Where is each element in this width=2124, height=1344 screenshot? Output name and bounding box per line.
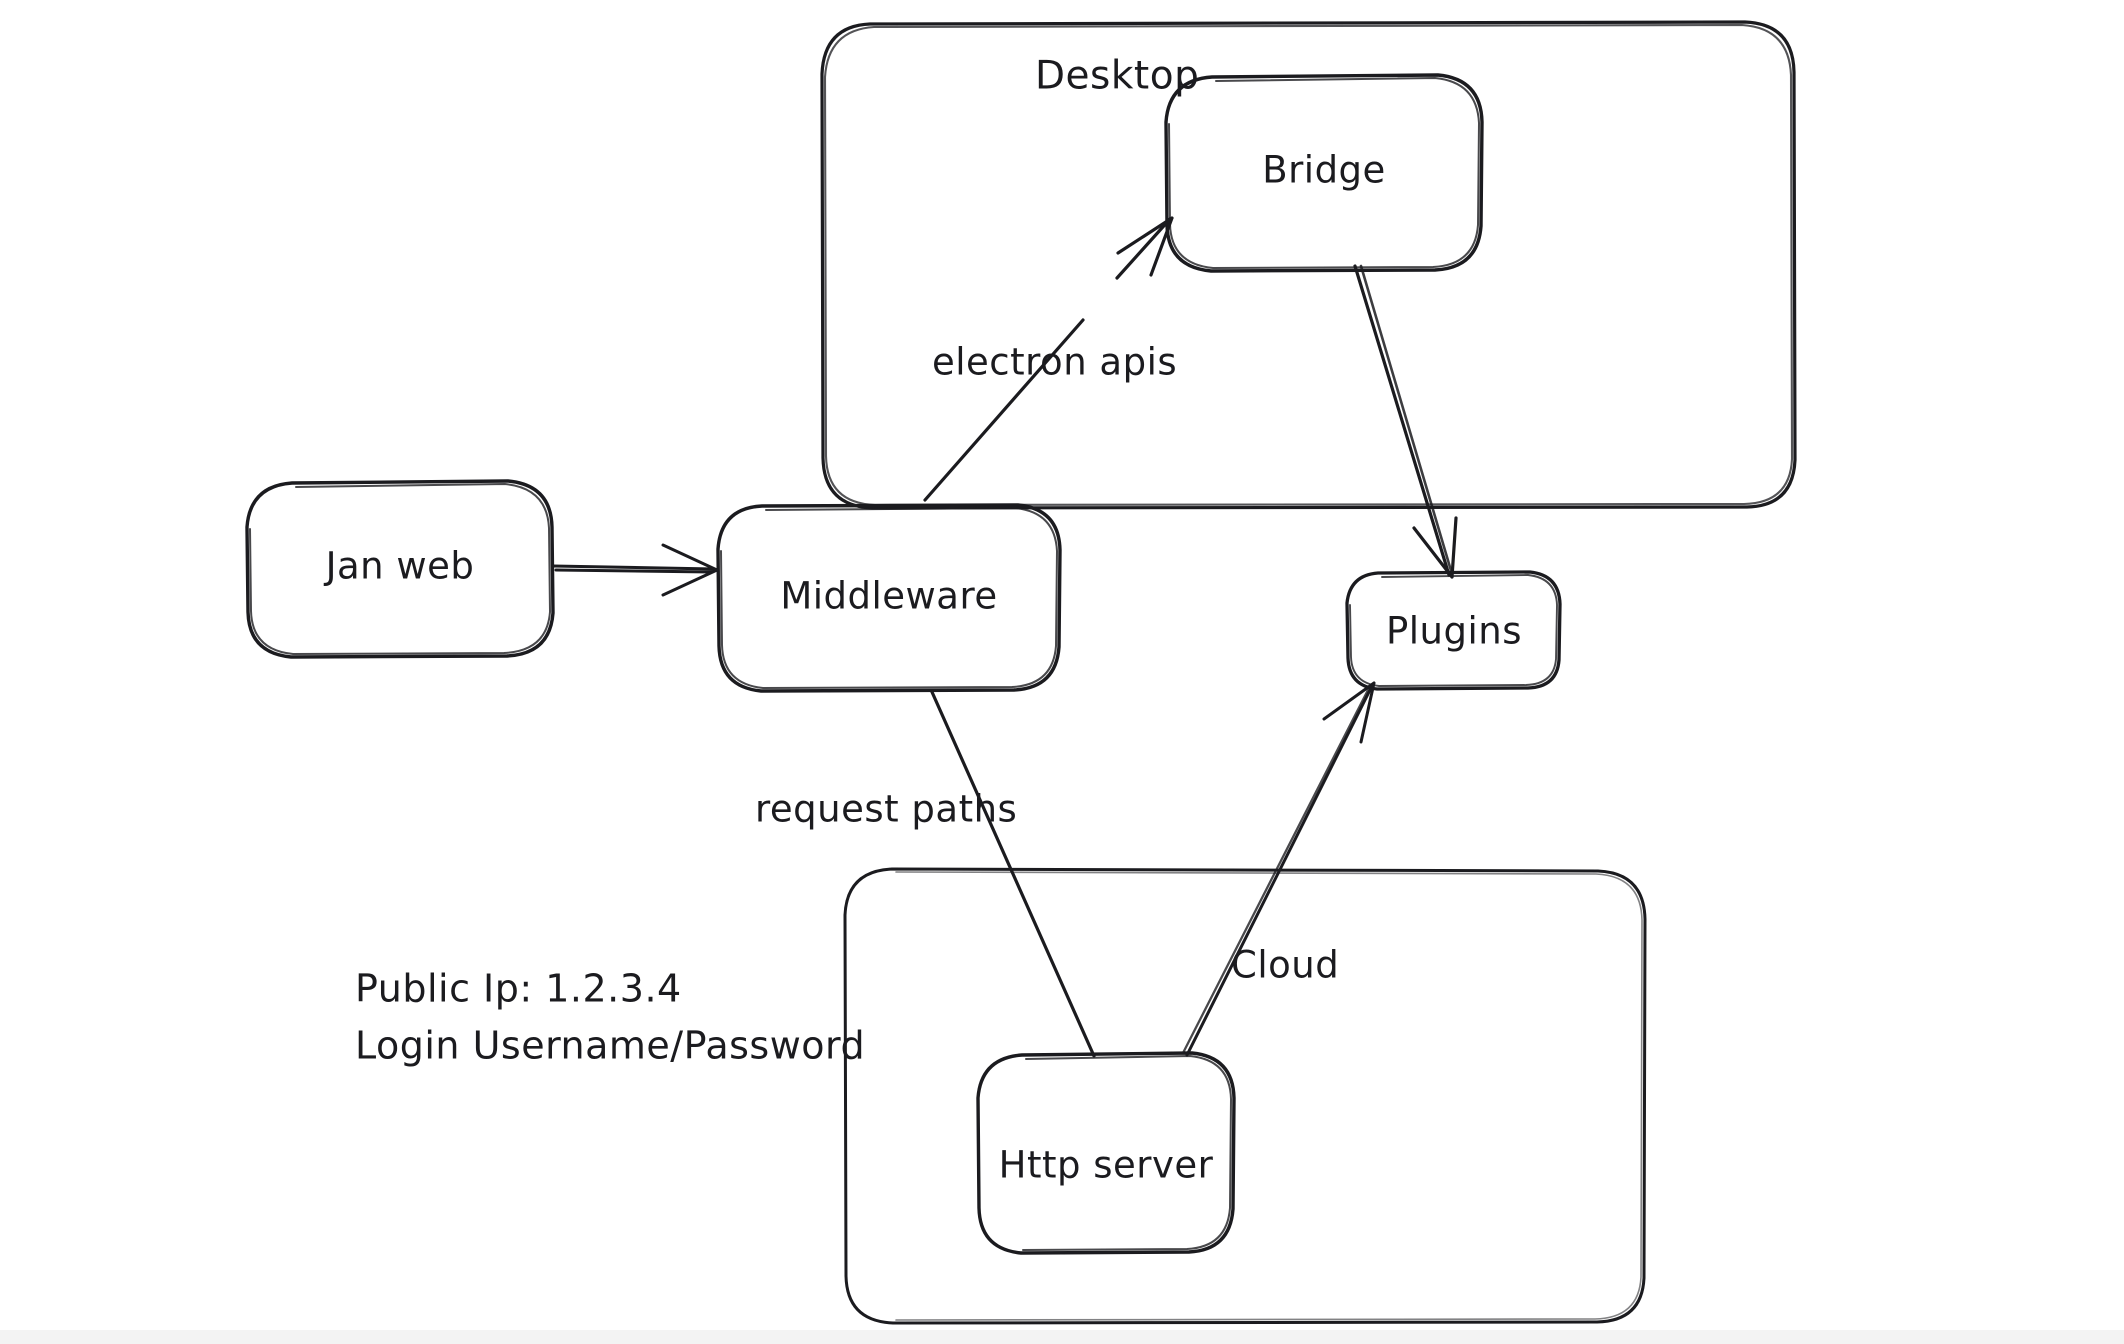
edge-middleware-to-bridge-line — [923, 217, 1172, 502]
edge-httpserver-to-plugins-line-b — [1181, 686, 1371, 1055]
node-plugins[interactable]: Plugins — [1345, 570, 1562, 691]
group-desktop[interactable]: Desktop — [820, 20, 1797, 510]
group-desktop-outline-a — [820, 20, 1797, 510]
edge-middleware-to-httpserver-line — [930, 690, 1096, 1058]
node-jan-web[interactable]: Jan web — [245, 479, 555, 659]
group-cloud-outline-a — [843, 867, 1647, 1325]
node-jan-web-label: Jan web — [324, 545, 475, 588]
edge-middleware-to-bridge-label: electron apis — [932, 341, 1177, 384]
edge-janweb-to-middleware[interactable] — [551, 543, 719, 597]
node-bridge-outline-a — [1164, 73, 1484, 273]
node-jan-web-outline-a — [245, 479, 555, 659]
edge-bridge-to-plugins-line — [1353, 264, 1451, 577]
edge-janweb-to-middleware-line — [551, 564, 716, 571]
node-bridge-label: Bridge — [1262, 149, 1386, 192]
edge-httpserver-to-plugins-arrowhead — [1322, 681, 1376, 744]
edge-middleware-to-httpserver[interactable]: request paths — [755, 690, 1096, 1058]
node-plugins-outline-a — [1345, 570, 1562, 691]
node-plugins-outline-b — [1349, 574, 1558, 687]
node-plugins-label: Plugins — [1386, 610, 1522, 653]
edge-middleware-to-httpserver-label: request paths — [755, 788, 1017, 831]
node-http-server-label: Http server — [999, 1144, 1214, 1187]
notes-block: Public Ip: 1.2.3.4 Login Username/Passwo… — [355, 967, 865, 1068]
bottom-edge-strip — [0, 1330, 2124, 1344]
edge-httpserver-to-plugins-label: Cloud — [1231, 944, 1339, 987]
edge-bridge-to-plugins-line-b — [1359, 264, 1454, 576]
note-public-ip: Public Ip: 1.2.3.4 — [355, 967, 682, 1011]
node-http-server-outline-a — [976, 1051, 1236, 1255]
node-middleware[interactable]: Middleware — [716, 503, 1062, 693]
node-bridge-outline-b — [1168, 77, 1480, 269]
edge-janweb-to-middleware-line-b — [554, 568, 714, 574]
edge-middleware-to-bridge[interactable]: electron apis — [923, 216, 1177, 502]
edge-httpserver-to-plugins-line — [1185, 684, 1374, 1057]
node-bridge[interactable]: Bridge — [1164, 73, 1484, 273]
node-middleware-label: Middleware — [780, 575, 997, 618]
edge-bridge-to-plugins[interactable] — [1353, 264, 1458, 579]
node-http-server-outline-b — [1022, 1055, 1232, 1251]
edge-bridge-to-plugins-arrowhead — [1412, 516, 1458, 579]
group-cloud-outline-b — [895, 871, 1643, 1321]
group-desktop-label: Desktop — [1035, 54, 1199, 99]
note-login-credentials: Login Username/Password — [355, 1024, 865, 1068]
edge-httpserver-to-plugins[interactable]: Cloud — [1181, 681, 1376, 1057]
edge-middleware-to-bridge-arrowhead — [1116, 216, 1174, 277]
edge-janweb-to-middleware-arrowhead — [661, 543, 719, 597]
group-desktop-outline-b — [823, 23, 1794, 507]
node-middleware-outline-b — [720, 507, 1058, 689]
node-jan-web-outline-b — [249, 483, 551, 655]
group-cloud[interactable] — [843, 867, 1647, 1325]
node-http-server[interactable]: Http server — [976, 1051, 1236, 1255]
node-middleware-outline-a — [716, 503, 1062, 693]
